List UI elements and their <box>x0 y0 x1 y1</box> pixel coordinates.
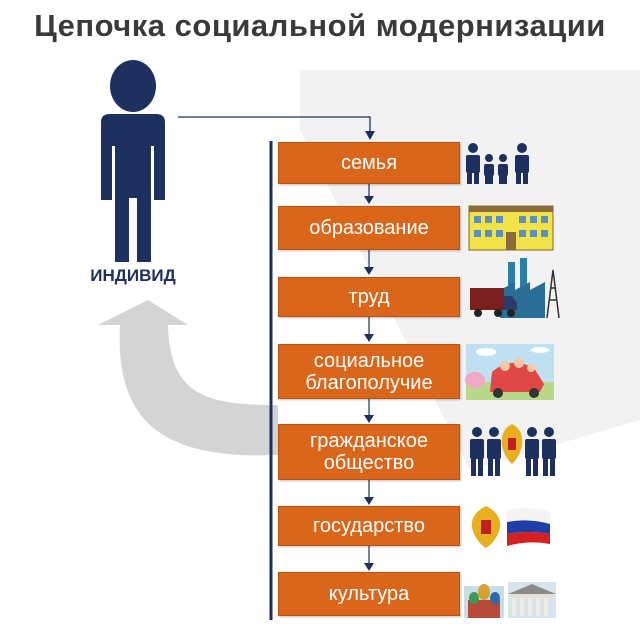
connector-line <box>178 116 371 132</box>
page-title: Цепочка социальной модернизации <box>34 8 606 43</box>
chain-item-family: семья <box>278 142 460 184</box>
chain-item-labor: труд <box>278 277 460 317</box>
citizens-emblem-icon <box>470 424 556 476</box>
landmarks-icon <box>464 582 556 618</box>
individual-label: ИНДИВИД <box>90 266 176 285</box>
chain-item-state: государство <box>278 506 460 546</box>
chain-item-social-wellbeing: социальное благополучие <box>278 344 460 399</box>
russian-emblem-flag-icon <box>471 506 550 548</box>
connector-arrowhead <box>365 131 375 140</box>
factory-truck-icon <box>470 258 560 319</box>
school-building-icon <box>468 205 554 251</box>
happy-family-car-icon <box>465 344 554 400</box>
person-icon <box>101 60 165 262</box>
modernization-chain: семья образование труд социальное благоп… <box>278 140 460 620</box>
chain-item-culture: культура <box>278 572 460 616</box>
family-icon <box>466 143 529 184</box>
return-arrow <box>98 300 278 456</box>
chain-item-civil-society: гражданское общество <box>278 424 460 480</box>
chain-item-education: образование <box>278 206 460 250</box>
